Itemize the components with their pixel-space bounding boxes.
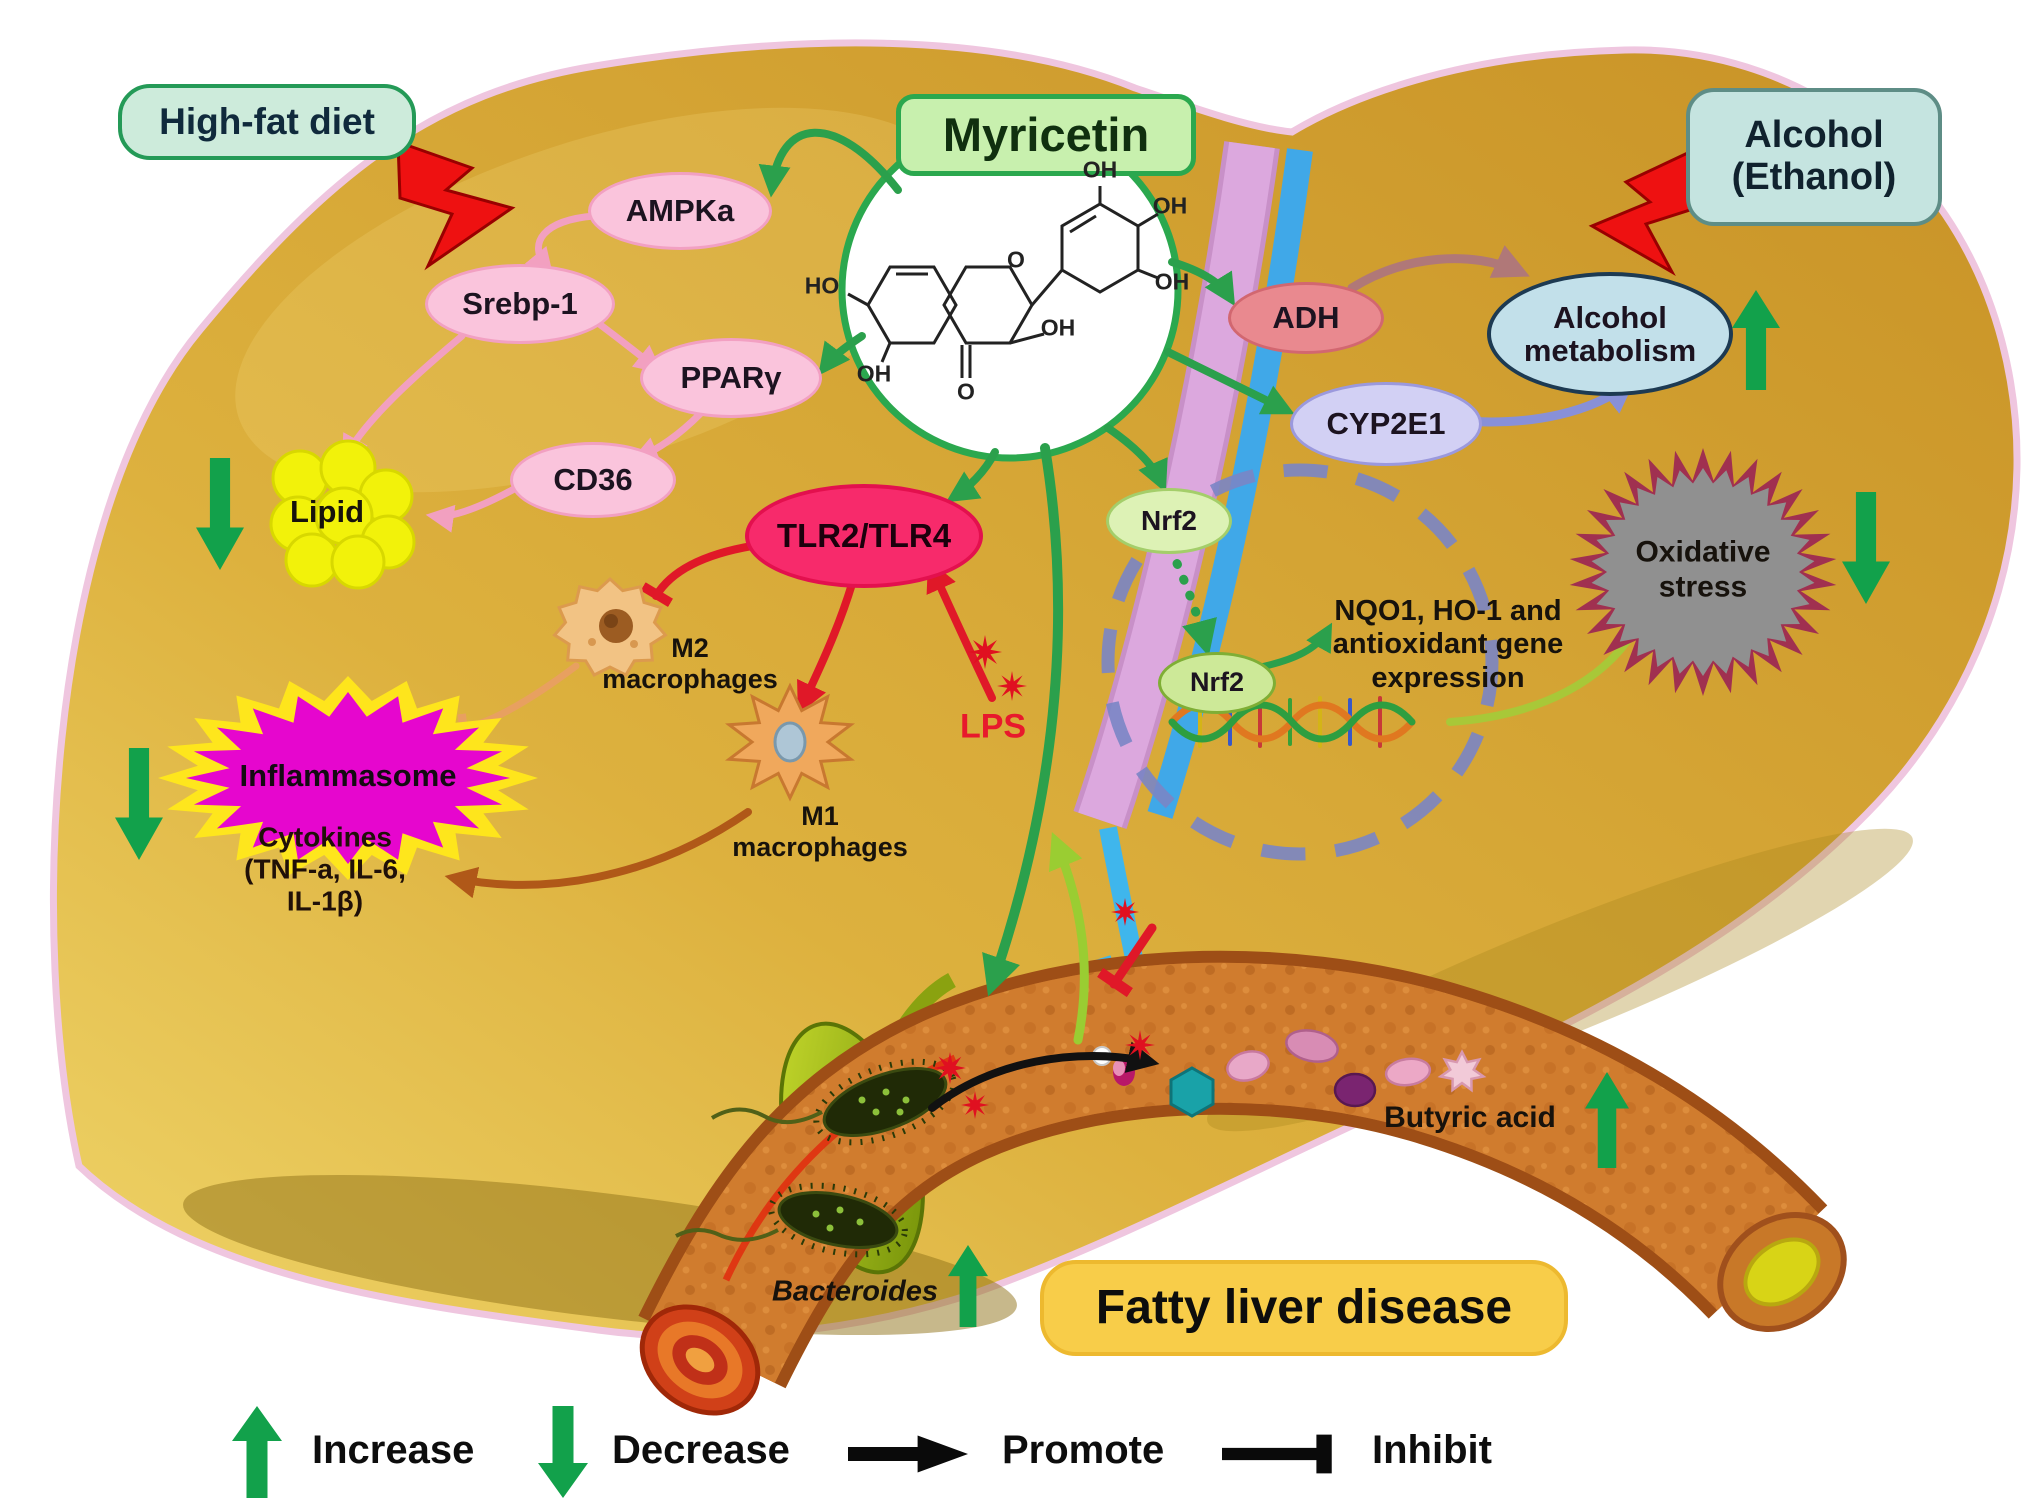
cytokines-label: Cytokines (TNF-a, IL-6, IL-1β) (244, 821, 406, 918)
m1-macrophage-icon (724, 682, 856, 802)
node-srebp1: Srebp-1 (425, 264, 615, 344)
node-ampka: AMPKa (588, 172, 772, 250)
arrow-ampka-to-srebp1 (524, 212, 598, 277)
node-nrf2-cytosol: Nrf2 (1106, 488, 1232, 554)
arrow-red-inhibit-duct (1097, 923, 1157, 998)
portal-vessel-pink-core (1078, 141, 1275, 828)
intestine-cut-end-right (1717, 1212, 1847, 1332)
molecule-label-ketone-o: O (957, 378, 975, 405)
arrow-gut-to-liver (1048, 832, 1089, 1045)
legend-decrease-label: Decrease (612, 1428, 790, 1472)
fatty-liver-disease-box: Fatty liver disease (1040, 1260, 1568, 1356)
bacteroides-bacterium-2 (675, 1182, 908, 1258)
node-cyp2e1: CYP2E1 (1290, 382, 1482, 466)
molecule-label-ho: HO (804, 272, 840, 299)
arrow-myricetin-to-ppar (818, 332, 866, 376)
arrow-myricetin-to-gut (982, 443, 1064, 997)
node-ppar-gamma: PPARγ (640, 338, 822, 418)
inflammasome-burst (158, 676, 538, 880)
legend-increase-label: Increase (312, 1428, 475, 1472)
lightning-alcohol (1588, 147, 1698, 276)
node-alcohol-metabolism: Alcohol metabolism (1487, 272, 1733, 396)
molecule-label-oh-3: OH (1154, 268, 1190, 295)
oxidative-stress-label: Oxidative stress (1635, 535, 1771, 604)
legend-inhibit-label: Inhibit (1372, 1428, 1492, 1472)
node-nrf2-nucleus: Nrf2 (1158, 652, 1276, 714)
m2-macrophage-icon (552, 576, 668, 677)
molecule-label-oh-1: OH (1082, 156, 1118, 183)
arrow-myricetin-to-nrf2 (1104, 424, 1168, 493)
lipid-label: Lipid (289, 494, 365, 530)
nucleus-dashed-circle (1101, 463, 1499, 861)
arrow-tlr-inhibit-m2 (640, 542, 756, 607)
molecule-label-ring-o: O (1007, 246, 1025, 273)
node-cd36: CD36 (510, 442, 676, 518)
inflammasome-label: Inflammasome (239, 758, 457, 794)
arrow-myricetin-to-ampka (758, 128, 902, 198)
arrow-tlr-to-m1 (797, 580, 856, 715)
node-adh: ADH (1228, 282, 1384, 354)
arrow-cd36-to-lipid (425, 484, 520, 533)
molecule-label-oh-5: OH (856, 360, 892, 387)
node-tlr2-tlr4: TLR2/TLR4 (745, 484, 983, 588)
arrow-myricetin-to-cyp2e1 (1164, 348, 1295, 415)
molecule-label-oh-4: OH (1040, 314, 1076, 341)
lightning-high-fat (396, 139, 516, 271)
arrow-myricetin-to-tlr (945, 448, 999, 503)
lps-label: LPS (959, 707, 1027, 746)
butyric-acid-label: Butyric acid (1384, 1100, 1556, 1134)
oxidative-stress-burst (1569, 448, 1837, 696)
intestine-cut-end-left (639, 1304, 761, 1416)
intestine (638, 950, 1847, 1416)
alcohol-ethanol-box: Alcohol (Ethanol) (1686, 88, 1942, 226)
molecule-label-oh-2: OH (1152, 192, 1188, 219)
arrow-lps-to-tlr (926, 559, 996, 702)
myricetin-title-box: Myricetin (896, 94, 1196, 176)
bacteroides-label: Bacteroides (771, 1275, 939, 1308)
arrow-adh-to-alcohol-metabolism (1347, 245, 1530, 293)
arrow-nrf2-to-genes (1252, 622, 1333, 672)
arrow-myricetin-to-adh (1168, 258, 1236, 307)
m1-macrophages-label: M1 macrophages (732, 800, 908, 862)
arrow-bacteria-to-metabolites (928, 1041, 1160, 1112)
m2-macrophages-label: M2 macrophages (602, 632, 778, 694)
legend-promote-label: Promote (1002, 1428, 1165, 1472)
arrow-m1-to-inflammasome (444, 808, 752, 899)
lipid-droplets (269, 439, 416, 590)
antioxidant-genes-label: NQO1, HO-1 and antioxidant gene expressi… (1332, 594, 1564, 694)
high-fat-diet-box: High-fat diet (118, 84, 416, 160)
lps-particles (934, 635, 1155, 1119)
arrow-nrf2-translocation-dotted (1165, 543, 1217, 657)
